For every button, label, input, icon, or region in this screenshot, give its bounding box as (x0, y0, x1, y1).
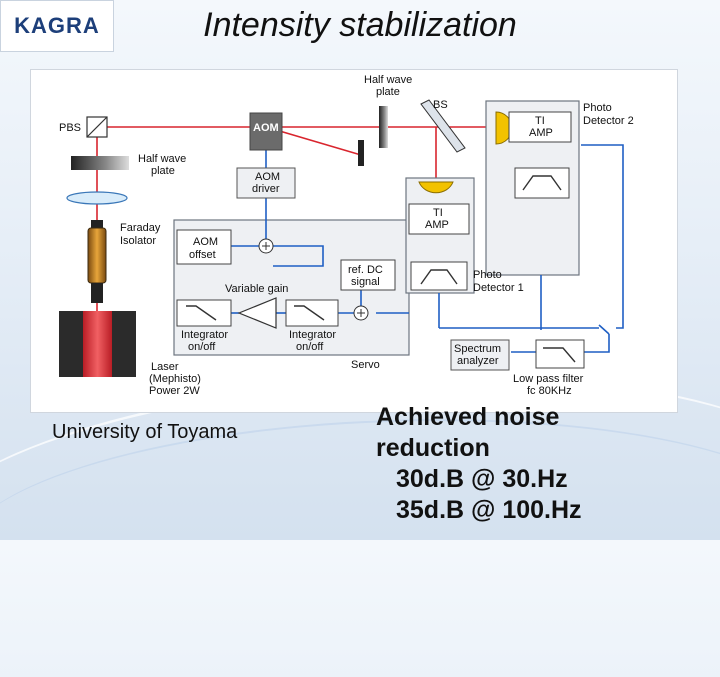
integrator-1-icon (186, 305, 217, 321)
pd2-label-1: Photo (583, 102, 612, 114)
aom-driver-box (236, 167, 296, 199)
wire-switch-lpf (583, 334, 610, 353)
aom-offset-label-2: offset (189, 249, 216, 261)
half-wave-top-label-2: plate (376, 86, 400, 98)
pd2-label-2: Detector 2 (583, 115, 634, 127)
low-pass-filter-icon (543, 347, 576, 363)
logo-text: KAGRA (14, 13, 100, 38)
half-wave-left-label-2: plate (151, 165, 175, 177)
photodiode-1-icon (418, 181, 454, 194)
integrator-1-box (176, 299, 232, 327)
aom-offset-box (176, 229, 232, 265)
signal-wires (231, 144, 624, 353)
faraday-isolator (87, 220, 107, 303)
variable-gain-amplifier (237, 297, 277, 329)
ti-amp-mid-label-1: TI (433, 207, 443, 219)
ti-amp-mid-label-2: AMP (425, 219, 449, 231)
aom-box (249, 112, 283, 151)
servo-label: Servo (351, 359, 380, 371)
university-label: University of Toyama (52, 421, 238, 443)
wire-switch-pd2 (581, 144, 624, 329)
laser-label-2: (Mephisto) (149, 373, 201, 385)
slide-title: Intensity stabilization (203, 6, 517, 44)
ti-amp-right-box (508, 111, 572, 143)
lpf-label-1: Low pass filter (513, 373, 584, 385)
half-wave-top-label-1: Half wave (364, 74, 412, 86)
results-line-1: Achieved noise (376, 403, 560, 431)
aom-label: AOM (253, 122, 279, 134)
lpf-label-2: fc 80KHz (527, 385, 572, 397)
spectrum-label-1: Spectrum (454, 343, 501, 355)
half-wave-plate-top (379, 106, 388, 148)
switch-arm (598, 324, 610, 335)
integrator-2-label-b: on/off (296, 341, 324, 353)
beam-splitter (420, 99, 466, 153)
ref-dc-label-1: ref. DC (348, 264, 383, 276)
integrator-1-label-a: Integrator (181, 329, 228, 341)
integrator-1-label-b: on/off (188, 341, 216, 353)
kagra-logo: KAGRA (0, 0, 114, 52)
results-text: Achieved noise reduction 30d.B @ 30.Hz 3… (376, 402, 582, 526)
bandpass-filter-mid (410, 261, 468, 291)
spectrum-label-2: analyzer (457, 355, 499, 367)
summing-junction-top (258, 238, 274, 254)
faraday-label-1: Faraday (120, 222, 161, 234)
half-wave-left-label-1: Half wave (138, 153, 186, 165)
integrator-2-label-a: Integrator (289, 329, 336, 341)
laser-label-1: Laser (151, 361, 179, 373)
results-line-4: 35d.B @ 100.Hz (396, 496, 582, 524)
faraday-label-2: Isolator (120, 235, 156, 247)
ti-amp-right-label-1: TI (535, 115, 545, 127)
laser-label-3: Power 2W (149, 385, 200, 397)
diagram-svg: Servo PBS (59, 74, 634, 397)
summing-junction-bottom (353, 305, 369, 321)
ref-dc-label-2: signal (351, 276, 380, 288)
variable-gain-label: Variable gain (225, 283, 288, 295)
laser-mephisto (59, 311, 136, 377)
integrator-2-box (285, 299, 339, 327)
pbs-cube (86, 116, 108, 138)
aom-driver-label-2: driver (252, 183, 280, 195)
pd1-label-1: Photo (473, 269, 502, 281)
ti-amp-mid-box (408, 203, 470, 235)
lens (66, 191, 128, 205)
half-wave-plate-left (71, 156, 129, 170)
results-line-3: 30d.B @ 30.Hz (396, 465, 568, 493)
low-pass-filter-box (535, 339, 585, 369)
ref-dc-box (340, 259, 396, 291)
intensity-stabilization-diagram: Servo PBS (30, 69, 678, 413)
bs-label: BS (433, 99, 448, 111)
beam-dump (358, 140, 364, 166)
results-line-2: reduction (376, 434, 490, 462)
pd1-label-2: Detector 1 (473, 282, 524, 294)
pbs-label: PBS (59, 122, 81, 134)
wire-sum-gain (273, 245, 324, 267)
aom-driver-label-1: AOM (255, 171, 280, 183)
aom-offset-label-1: AOM (193, 236, 218, 248)
bandpass-right-icon (522, 175, 562, 191)
spectrum-analyzer-box (450, 339, 510, 371)
bandpass-filter-right (514, 167, 570, 199)
bandpass-mid-icon (420, 269, 458, 285)
ti-amp-right-label-2: AMP (529, 127, 553, 139)
integrator-2-icon (294, 305, 325, 321)
